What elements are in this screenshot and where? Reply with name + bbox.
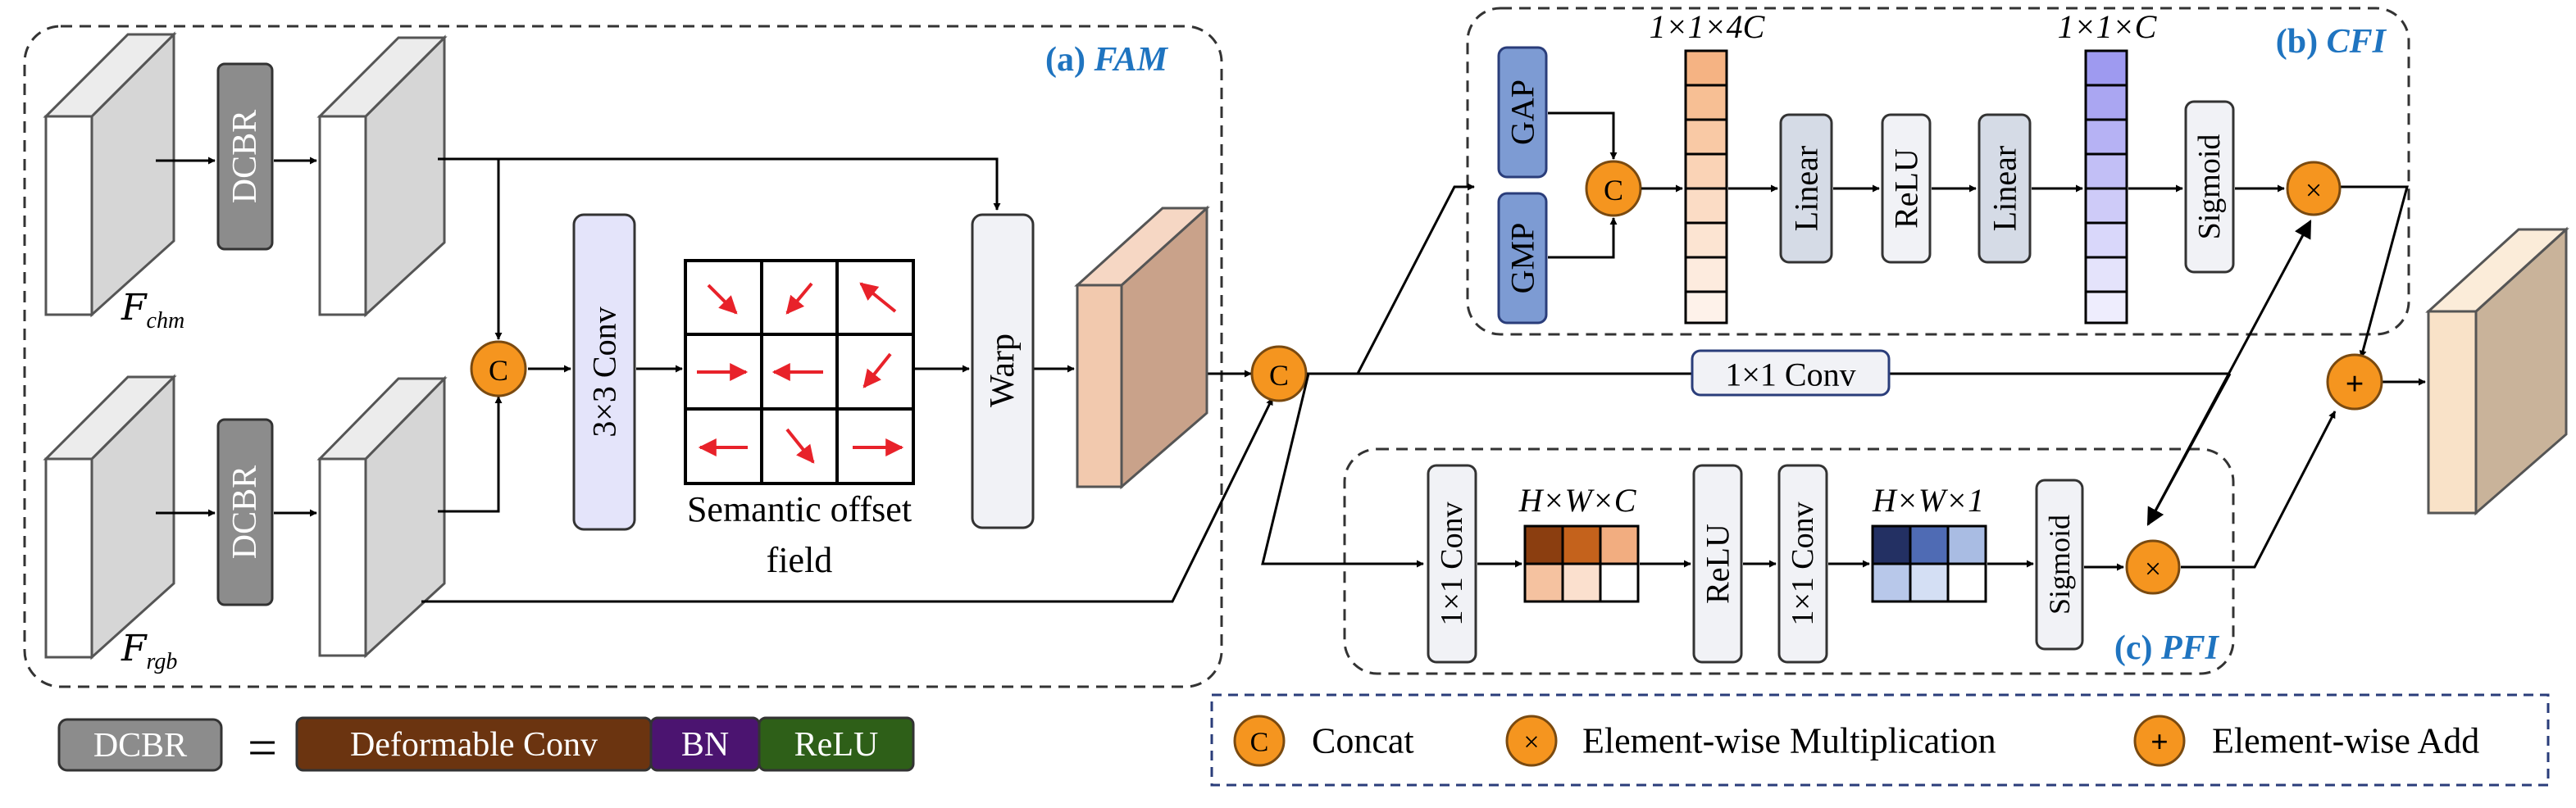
relu-block-cfi: ReLU xyxy=(1881,113,1932,264)
svg-text:C: C xyxy=(1269,359,1289,392)
svg-text:+: + xyxy=(2346,365,2364,402)
svg-text:Linear: Linear xyxy=(1987,146,2023,231)
relu-block-pfi: ReLU xyxy=(1692,464,1743,664)
svg-text:1×1 Conv: 1×1 Conv xyxy=(1786,502,1820,625)
dcbr-block-top: DCBR xyxy=(216,62,274,251)
vector-4c-dim-label: 1×1×4C xyxy=(1650,8,1766,45)
fam-output-feature xyxy=(1074,205,1210,490)
concat-op-fam: C xyxy=(470,340,527,397)
svg-text:GMP: GMP xyxy=(1504,223,1541,294)
conv1x1-pfi-block-2: 1×1 Conv xyxy=(1777,464,1828,664)
svg-text:1×1 Conv: 1×1 Conv xyxy=(1435,502,1469,625)
svg-text:ReLU: ReLU xyxy=(1888,148,1925,229)
dcbr-legend: DCBR = Deformable Conv BN ReLU xyxy=(57,716,915,777)
concat-op-cfi: C xyxy=(1585,160,1642,217)
input-chm-label: Fchm xyxy=(121,287,184,334)
legend-add-symbol: + xyxy=(2150,725,2169,760)
offset-field-caption-2: field xyxy=(767,540,833,580)
linear2-block: Linear xyxy=(1978,113,2032,264)
dcbr-legend-swatch xyxy=(57,718,223,772)
add-op: + xyxy=(2326,353,2383,411)
legend-concat-symbol: C xyxy=(1250,728,1269,758)
input-feature-rgb xyxy=(43,374,177,660)
svg-text:×: × xyxy=(2305,174,2322,207)
svg-text:GAP: GAP xyxy=(1504,79,1541,145)
deformable-conv-label: Deformable Conv xyxy=(350,726,598,764)
svg-text:×: × xyxy=(2145,552,2161,585)
conv1x1-middle-block: 1×1 Conv xyxy=(1691,349,1891,397)
aligned-feature-chm xyxy=(316,34,448,318)
pfi-section-title: (c) PFI xyxy=(2114,629,2220,667)
concat-op-middle: C xyxy=(1250,345,1308,402)
mult-op-cfi: × xyxy=(2286,161,2342,216)
svg-text:Sigmoid: Sigmoid xyxy=(2192,134,2227,240)
relu-legend-label: ReLU xyxy=(794,726,879,764)
svg-text:Warp: Warp xyxy=(984,334,1022,407)
semantic-offset-field-grid xyxy=(684,259,915,485)
fam-connectors xyxy=(156,157,1274,603)
relu-legend-swatch xyxy=(758,716,915,772)
svg-text:C: C xyxy=(1604,174,1623,207)
bn-label: BN xyxy=(681,726,729,764)
fam-section-frame xyxy=(23,25,1223,688)
svg-text:DCBR: DCBR xyxy=(226,465,264,559)
middle-connectors xyxy=(1261,183,2426,569)
pfi-section-frame xyxy=(1343,447,2235,675)
symbol-legend: C Concat × Element-wise Multiplication +… xyxy=(1233,715,2479,767)
aligned-feature-rgb xyxy=(316,375,448,659)
spatial-map-hw1 xyxy=(1871,524,1987,603)
pfi-connectors xyxy=(1477,560,2124,571)
channel-vector-4c xyxy=(1684,49,1728,325)
input-feature-chm xyxy=(43,31,177,318)
spatial-map-hwc xyxy=(1523,524,1640,603)
final-output-feature xyxy=(2425,226,2569,516)
input-rgb-label: Frgb xyxy=(121,628,177,674)
svg-text:Linear: Linear xyxy=(1788,146,1825,231)
mult-op-pfi: × xyxy=(2125,539,2181,595)
fam-section-title: (a) FAM xyxy=(1045,41,1169,79)
dcbr-legend-equals: = xyxy=(248,719,277,777)
svg-text:Sigmoid: Sigmoid xyxy=(2043,515,2076,615)
sigmoid-block-pfi: Sigmoid xyxy=(2035,479,2084,651)
svg-text:3×3 Conv: 3×3 Conv xyxy=(586,306,623,437)
symbol-legend-frame xyxy=(1210,693,2550,787)
map-hwc-dim-label: H×W×C xyxy=(1518,482,1637,519)
legend-add-label: Element-wise Add xyxy=(2212,721,2479,761)
linear1-block: Linear xyxy=(1779,113,1833,264)
conv3x3-block: 3×3 Conv xyxy=(572,213,636,531)
sigmoid-block-cfi: Sigmoid xyxy=(2184,100,2235,274)
svg-text:C: C xyxy=(489,354,508,387)
legend-mult-label: Element-wise Multiplication xyxy=(1582,721,1996,761)
channel-vector-c xyxy=(2084,49,2128,325)
svg-text:1×1 Conv: 1×1 Conv xyxy=(1725,356,1855,393)
gap-block: GAP xyxy=(1497,46,1548,179)
gmp-block: GMP xyxy=(1497,192,1548,325)
dcbr-block-bottom: DCBR xyxy=(216,418,274,606)
svg-text:DCBR: DCBR xyxy=(226,110,264,203)
cfi-section-title: (b) CFI xyxy=(2276,23,2387,61)
vector-c-dim-label: 1×1×C xyxy=(2058,8,2158,45)
cfi-section-frame xyxy=(1466,7,2410,336)
conv1x1-pfi-block-1: 1×1 Conv xyxy=(1427,464,1477,664)
legend-mult-symbol: × xyxy=(1523,728,1539,758)
dcbr-legend-name: DCBR xyxy=(93,727,187,765)
map-hw1-dim-label: H×W×1 xyxy=(1872,482,1984,519)
svg-text:ReLU: ReLU xyxy=(1700,524,1736,604)
cfi-connectors xyxy=(1548,111,2285,259)
offset-field-caption: Semantic offset xyxy=(687,489,912,529)
legend-concat-label: Concat xyxy=(1312,721,1414,761)
warp-block: Warp xyxy=(971,213,1035,529)
